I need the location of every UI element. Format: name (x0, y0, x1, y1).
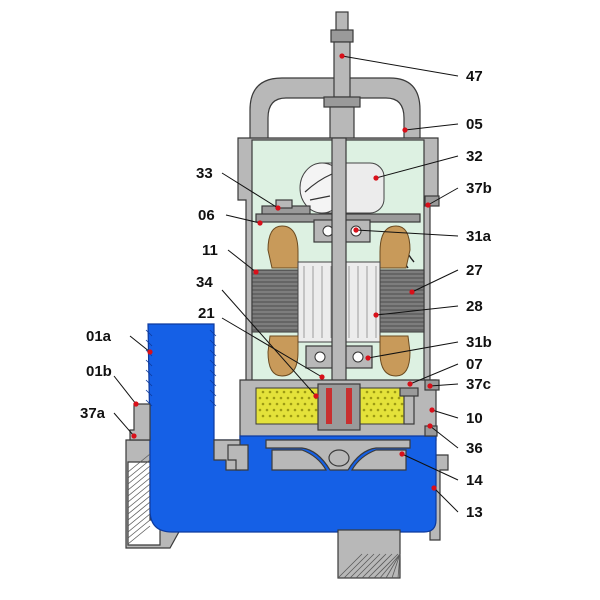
label-01a: 01a (86, 328, 112, 345)
label-31b: 31b (466, 334, 492, 351)
leader-lines (113, 55, 459, 513)
label-31a: 31a (466, 228, 492, 245)
label-05: 05 (466, 116, 483, 133)
label-27: 27 (466, 262, 483, 279)
cable-gland (323, 11, 361, 140)
label-11: 11 (202, 242, 218, 259)
label-36: 36 (466, 440, 483, 457)
label-13: 13 (466, 504, 483, 521)
label-21: 21 (198, 305, 215, 322)
label-28: 28 (466, 298, 483, 315)
label-32: 32 (466, 148, 483, 165)
label-37a: 37a (80, 405, 106, 422)
label-14: 14 (466, 472, 483, 489)
label-37c: 37c (466, 376, 491, 393)
oil-chamber (239, 379, 437, 441)
part-labels: 47 05 32 33 37b 06 31a 11 27 34 28 21 31… (80, 68, 492, 521)
label-10: 10 (466, 410, 483, 427)
label-06: 06 (198, 207, 215, 224)
stator-winding-upper (267, 225, 411, 269)
label-01b: 01b (86, 363, 112, 380)
label-33: 33 (196, 165, 213, 182)
pump-base (127, 453, 401, 579)
label-47: 47 (466, 68, 483, 85)
pump-casing (125, 323, 449, 549)
part-markers (131, 53, 437, 491)
discharge-connector (129, 329, 217, 441)
stator-winding-lower (267, 335, 411, 377)
label-37b: 37b (466, 180, 492, 197)
label-07: 07 (466, 356, 483, 373)
impeller (265, 439, 411, 471)
label-34: 34 (196, 274, 213, 291)
